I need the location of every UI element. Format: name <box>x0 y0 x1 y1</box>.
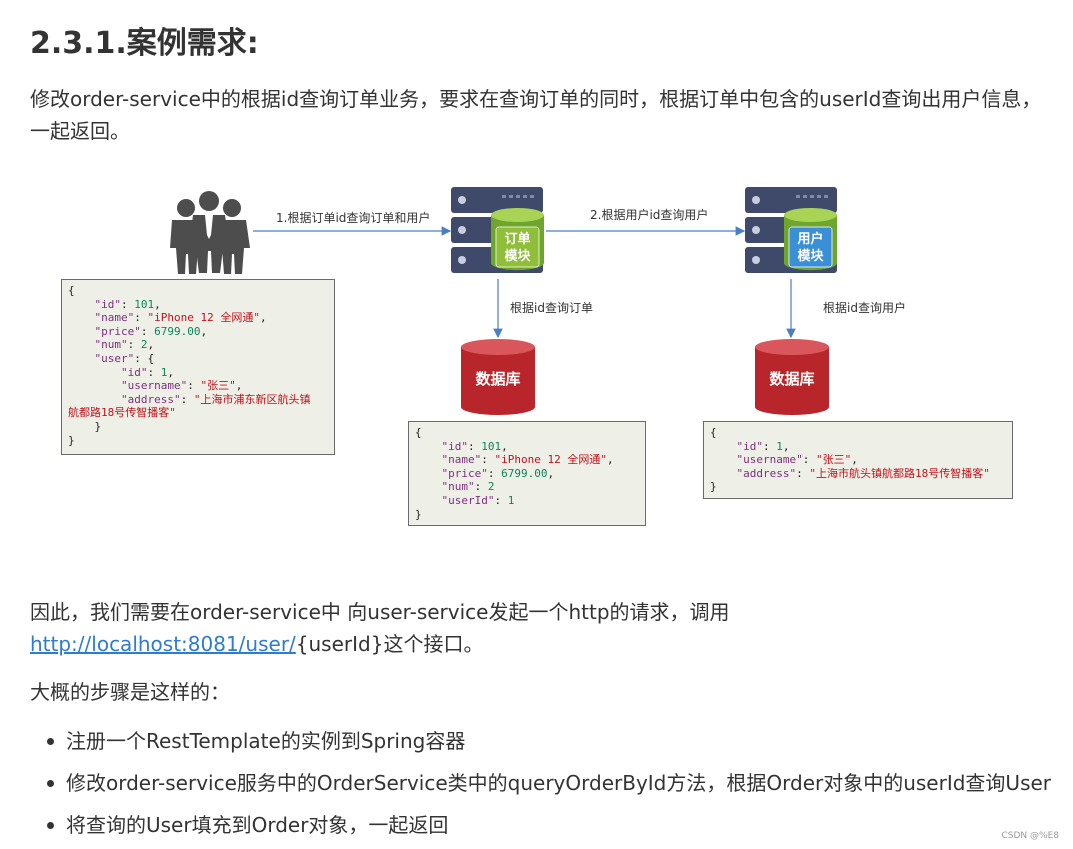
code-line: "name": "iPhone 12 全网通", <box>94 311 267 325</box>
diagram-canvas <box>170 187 837 415</box>
code-line: "num": 2 <box>441 480 495 494</box>
section-heading: 2.3.1.案例需求: <box>30 26 259 61</box>
call-line-1: 因此，我们需要在order-service中 向user-service发起一个… <box>30 600 730 624</box>
code-line: { <box>68 284 75 297</box>
code-line: "address": "上海市航头镇航都路18号传智播客" <box>736 466 990 480</box>
steps-intro: 大概的步骤是这样的： <box>30 680 230 704</box>
user-server-icon <box>745 187 837 273</box>
code-line: "id": 1, <box>120 365 174 379</box>
steps-list: 注册一个RestTemplate的实例到Spring容器 修改order-ser… <box>30 720 1051 846</box>
localhost-link[interactable]: http://localhost:8081/user/ <box>30 632 296 656</box>
list-item: 注册一个RestTemplate的实例到Spring容器 <box>30 720 1051 762</box>
code-line: "id": 101, <box>441 439 508 453</box>
arrow1-label: 1.根据订单id查询订单和用户 <box>276 211 431 225</box>
code-line: 航都路18号传智播客" <box>68 406 176 420</box>
intro-line-1: 修改order-service中的根据id查询订单业务，要求在查询订单的同时，根… <box>30 87 1042 111</box>
code-line: { <box>415 426 422 439</box>
order-server-icon <box>451 187 544 273</box>
code-line: "id": 101, <box>94 297 161 311</box>
code-line: "num": 2, <box>94 338 155 352</box>
intro-paragraph: 修改order-service中的根据id查询订单业务，要求在查询订单的同时，根… <box>30 83 1041 147</box>
call-line-suffix: {userId}这个接口。 <box>295 632 484 656</box>
db2-label: 数据库 <box>769 370 815 388</box>
code-line: "id": 1, <box>736 439 790 453</box>
code-line: "user": { <box>94 351 155 365</box>
bullet-icon <box>47 780 54 787</box>
code-line: } <box>710 480 717 494</box>
architecture-diagram: 1.根据订单id查询订单和用户 2.根据用户id查询用户 根据id查询订单 根据… <box>0 175 1073 545</box>
code-line: "name": "iPhone 12 全网通", <box>441 453 614 467</box>
list-item: 将查询的User填充到Order对象，一起返回 <box>30 804 1051 846</box>
code-line: "username": "张三", <box>120 379 243 393</box>
json-user-record: { "id": 1, "username": "张三", "address": … <box>703 421 1013 499</box>
user-db-arrow-label: 根据id查询用户 <box>823 301 906 315</box>
watermark: CSDN @%E8 <box>1001 831 1060 841</box>
db1-label: 数据库 <box>475 370 521 388</box>
code-line: "price": 6799.00, <box>441 466 555 480</box>
bullet-icon <box>47 822 54 829</box>
code-line: { <box>710 426 717 439</box>
intro-line-2: 一起返回。 <box>30 119 130 143</box>
user-database-icon <box>755 339 829 415</box>
json-order-with-user: { "id": 101, "name": "iPhone 12 全网通", "p… <box>61 279 335 455</box>
bullet-icon <box>47 738 54 745</box>
arrow2-label: 2.根据用户id查询用户 <box>590 208 709 222</box>
code-line: } <box>68 433 75 447</box>
code-line: "username": "张三", <box>736 453 858 467</box>
code-line: } <box>68 419 102 433</box>
json-order-record: { "id": 101, "name": "iPhone 12 全网通", "p… <box>408 421 646 526</box>
order-module-label: 订单 模块 <box>504 232 531 264</box>
code-line: "userId": 1 <box>441 493 515 507</box>
users-group-icon <box>170 191 250 274</box>
call-paragraph: 因此，我们需要在order-service中 向user-service发起一个… <box>30 596 730 660</box>
code-line: "price": 6799.00, <box>94 324 208 338</box>
order-database-icon <box>461 339 535 415</box>
code-line: } <box>415 507 422 521</box>
list-item: 修改order-service服务中的OrderService类中的queryO… <box>30 762 1051 804</box>
user-module-label: 用户 模块 <box>797 232 824 264</box>
order-db-arrow-label: 根据id查询订单 <box>510 301 593 315</box>
call-line-2: http://localhost:8081/user/{userId}这个接口。 <box>30 628 730 660</box>
code-line: "address": "上海市浦东新区航头镇 <box>120 392 311 406</box>
